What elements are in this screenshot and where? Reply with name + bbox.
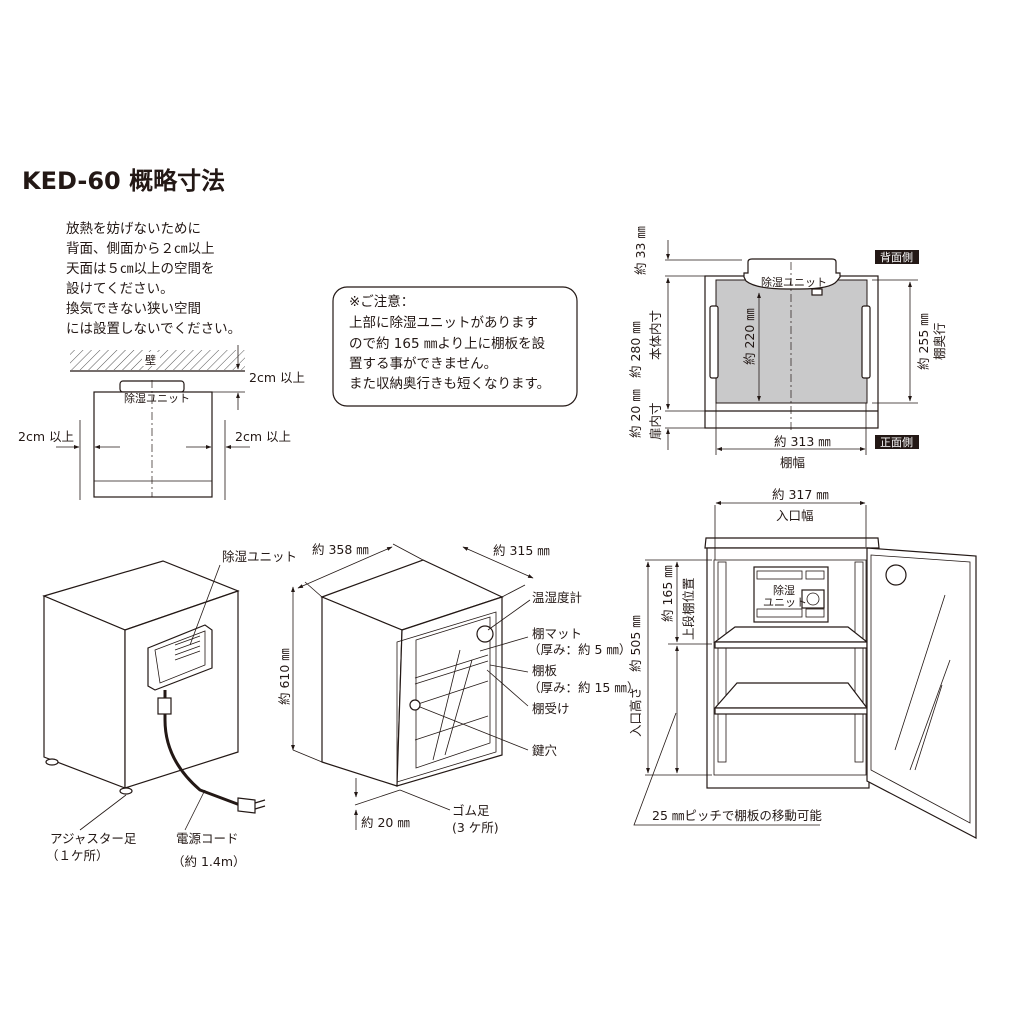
front-view-diagram: 除湿 ユニット 約 317 ㎜ 入口幅 約 165 ㎜ 上段棚位置 約 505 … — [628, 487, 977, 839]
rubber-foot-count-label: (3 ケ所) — [452, 820, 499, 835]
page-title: KED-60 概略寸法 — [22, 167, 225, 195]
upper-shelf-position-label: 上段棚位置 — [681, 577, 696, 640]
unit-label: 除湿ユニット — [761, 275, 827, 289]
note-line: 背面、側面から２㎝以上 — [66, 241, 215, 257]
door-inner-label: 扉内寸 — [648, 402, 663, 440]
open-door — [866, 547, 977, 839]
clearance-diagram: 壁 除湿ユニット 2cm 以上 2cm 以上 2cm 以上 — [18, 345, 305, 500]
shelf-mat-label: 棚マット — [532, 626, 582, 641]
isometric-view-diagram: 約 358 ㎜ 約 315 ㎜ 約 610 ㎜ 約 20 ㎜ 温湿度計 棚マット… — [277, 542, 639, 835]
front-side-badge: 正面側 — [880, 436, 913, 449]
rubber-foot-label: ゴム足 — [452, 803, 490, 818]
shelf-depth-label: 棚奥行 — [932, 322, 947, 360]
cabinet-outline — [93, 391, 213, 498]
cord-label: 電源コード — [176, 831, 239, 846]
right-clearance-label: 2cm 以上 — [235, 429, 291, 444]
dim-610-label: 約 610 ㎜ — [277, 648, 292, 705]
dim-280-label: 約 280 ㎜ — [628, 321, 643, 378]
dim-20-label: 約 20 ㎜ — [628, 389, 643, 438]
entrance-height-label: 入口高さ — [628, 687, 643, 737]
unit-callout: 除湿ユニット — [222, 549, 297, 564]
shelf-thickness-label: （厚み：約 15 ㎜） — [528, 680, 639, 695]
note-line: 換気できない狭い空間 — [66, 301, 201, 317]
dim-317-label: 約 317 ㎜ — [772, 487, 829, 502]
note-line: 放熱を妨げないために — [66, 221, 201, 237]
unit-shape — [147, 624, 213, 691]
hygrometer — [885, 564, 907, 586]
cord-length-label: （約 1.4m） — [172, 854, 246, 869]
note-line: 天面は５㎝以上の空間を — [66, 261, 215, 277]
shelf-support-label: 棚受け — [532, 701, 570, 716]
note-line: 設けてください。 — [66, 281, 174, 297]
note-line: には設置しないでください。 — [66, 321, 241, 337]
dim-313-label: 約 313 ㎜ — [774, 434, 831, 449]
adjuster-count-label: （１ケ所） — [46, 848, 109, 863]
rear-view-diagram: 除湿ユニット アジャスター足 （１ケ所） 電源コード （約 1.4m） — [42, 549, 297, 869]
unit-label: 除湿ユニット — [124, 391, 190, 405]
keyhole-label: 鍵穴 — [532, 743, 558, 758]
hygrometer-label: 温湿度計 — [532, 590, 582, 605]
shelf-label: 棚板 — [532, 663, 558, 678]
dim-220-label: 約 220 ㎜ — [742, 308, 757, 365]
dim-358-label: 約 358 ㎜ — [312, 542, 369, 557]
dim-505-label: 約 505 ㎜ — [628, 615, 643, 672]
unit-shape — [743, 258, 841, 290]
left-clearance-label: 2cm 以上 — [18, 429, 74, 444]
entrance-width-label: 入口幅 — [776, 508, 814, 523]
body-inner-label: 本体内寸 — [648, 310, 663, 360]
shelf-mat-thickness-label: （厚み：約 5 ㎜） — [528, 642, 631, 657]
adjuster-label: アジャスター足 — [50, 831, 137, 846]
dim-255-label: 約 255 ㎜ — [916, 313, 931, 370]
caution-line: 置する事ができません。 — [349, 356, 497, 372]
dim-20-label: 約 20 ㎜ — [361, 815, 410, 830]
unit-label-line2: ユニット — [763, 596, 807, 609]
plug — [157, 697, 172, 715]
install-note: 放熱を妨げないために 背面、側面から２㎝以上 天面は５㎝以上の空間を 設けてくだ… — [66, 221, 241, 337]
shelf-width-label: 棚幅 — [780, 455, 805, 470]
caution-box: ※ご注意： 上部に除湿ユニットがあります ので約 165 ㎜より上に棚板を設 置… — [332, 286, 578, 407]
caution-heading: ※ご注意： — [349, 293, 414, 310]
dim-33-label: 約 33 ㎜ — [633, 226, 648, 275]
rear-side-badge: 背面側 — [880, 250, 913, 264]
wall-label: 壁 — [145, 353, 156, 367]
dim-165-label: 約 165 ㎜ — [660, 565, 675, 622]
caution-line: また収納奥行きも短くなります。 — [349, 375, 550, 392]
keyhole — [409, 699, 421, 711]
hygrometer — [476, 625, 494, 643]
pitch-note-label: 25 ㎜ピッチで棚板の移動可能 — [652, 808, 822, 823]
dim-315-label: 約 315 ㎜ — [493, 543, 550, 558]
adjuster-foot — [119, 787, 133, 795]
lower-shelf — [713, 682, 869, 709]
top-clearance-label: 2cm 以上 — [249, 370, 305, 385]
upper-shelf — [713, 626, 869, 643]
unit-label-line1: 除湿 — [773, 583, 795, 597]
caution-line: ので約 165 ㎜より上に棚板を設 — [349, 336, 546, 352]
caution-line: 上部に除湿ユニットがあります — [349, 315, 538, 331]
top-view-diagram: 背面側 正面側 除湿ユニット 約 33 ㎜ 約 280 ㎜ 本体内寸 約 20 … — [628, 226, 947, 470]
